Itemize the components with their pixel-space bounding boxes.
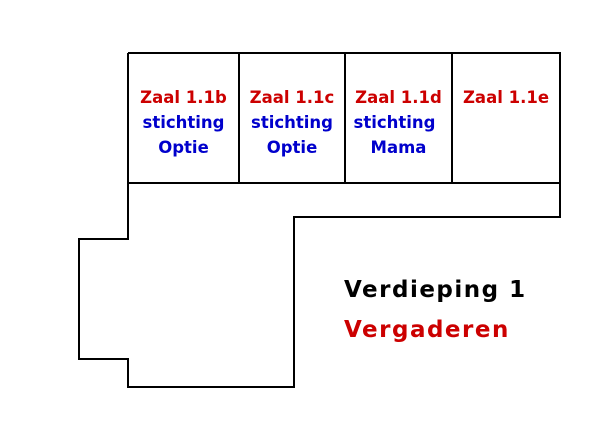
room-occupant: Mama <box>370 138 427 157</box>
room-name: Zaal 1.1b <box>140 88 227 107</box>
room-occupant: Optie <box>266 138 318 157</box>
room-occupant: Optie <box>158 138 209 157</box>
building-outline <box>78 52 561 388</box>
room-name: Zaal 1.1c <box>249 88 335 107</box>
room-occupant: stichting <box>142 113 225 132</box>
room-1-1b[interactable]: Zaal 1.1b stichting Optie <box>129 54 238 182</box>
room-occupant: stichting <box>251 113 333 132</box>
room-1-1d[interactable]: Zaal 1.1d stichting Mama <box>346 54 451 182</box>
room-occupant: stichting <box>353 113 436 132</box>
room-1-1e[interactable]: Zaal 1.1e <box>453 54 559 182</box>
function-label: Vergaderen <box>344 317 510 343</box>
room-1-1c[interactable]: Zaal 1.1c stichting Optie <box>240 54 344 182</box>
room-name: Zaal 1.1e <box>462 88 550 107</box>
floor-label: Verdieping 1 <box>344 277 527 303</box>
room-name: Zaal 1.1d <box>355 88 442 107</box>
